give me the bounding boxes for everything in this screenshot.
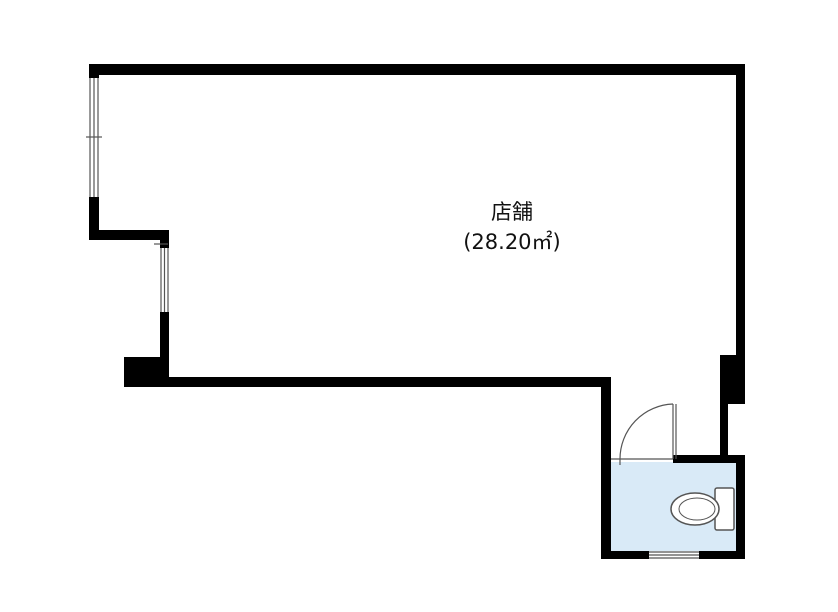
window-left-upper [86, 78, 102, 197]
wall-step-vertical-bottom [160, 312, 169, 387]
walls [89, 64, 745, 559]
room-label-shop: 店舗 (28.20㎡) [463, 200, 561, 254]
toilet-door [611, 403, 677, 465]
wall-toilet-bottom-right [699, 551, 745, 559]
wall-step-vertical-top [160, 230, 169, 248]
wall-toilet-bottom-left [601, 551, 649, 559]
wall-toilet-right [736, 455, 745, 559]
window-step [154, 243, 169, 312]
wall-right-upper [736, 64, 745, 404]
wall-step-horizontal [89, 230, 169, 240]
wall-left-top [89, 64, 99, 78]
room-name: 店舗 [491, 200, 533, 224]
wall-right-mid [720, 404, 728, 459]
wall-bottom [124, 377, 611, 387]
wall-toilet-left [601, 455, 611, 559]
wall-top [89, 64, 745, 75]
wall-left-lower [89, 197, 99, 240]
room-area: (28.20㎡) [463, 230, 561, 254]
wall-toilet-top-right [673, 455, 745, 463]
window-toilet-bottom [649, 551, 699, 559]
wall-toilet-left-upper [601, 377, 611, 462]
wall-right-post [720, 355, 745, 404]
toilet-fixture [670, 487, 735, 531]
toilet-bowl-inner [678, 497, 716, 521]
